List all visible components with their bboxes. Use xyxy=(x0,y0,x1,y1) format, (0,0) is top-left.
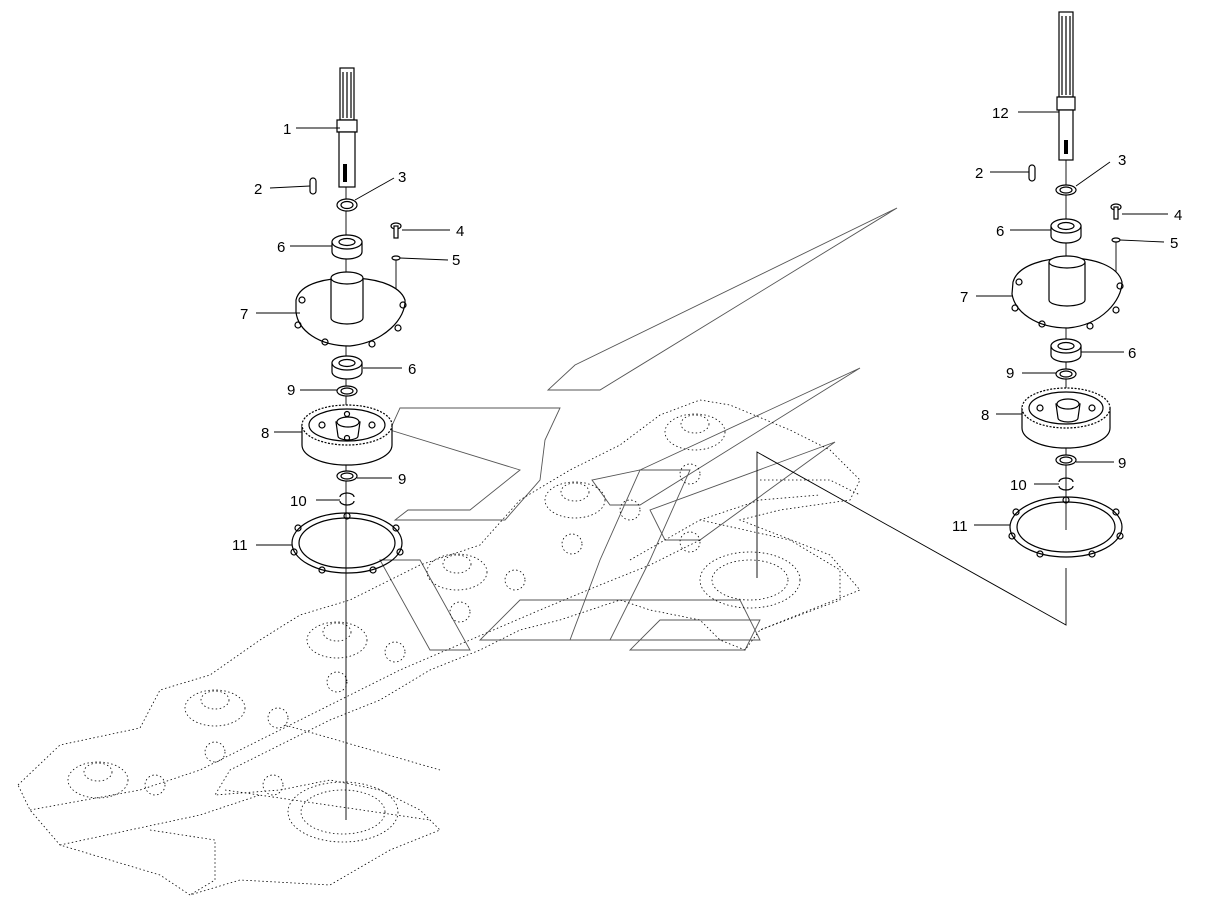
callout-6: 6 xyxy=(277,239,285,256)
callout-6: 6 xyxy=(996,223,1004,240)
right-housing-flange xyxy=(1011,255,1124,330)
callout-7: 7 xyxy=(960,289,968,306)
left-gasket xyxy=(290,512,404,574)
callout-4: 4 xyxy=(1174,207,1182,224)
right-bearing-bottom xyxy=(1050,338,1082,363)
callout-3: 3 xyxy=(1118,152,1126,169)
left-washer xyxy=(391,255,401,261)
left-gear xyxy=(301,404,393,466)
right-gear xyxy=(1021,387,1111,449)
right-circlip-9a xyxy=(1055,368,1077,380)
left-circlip xyxy=(336,198,358,212)
callout-9: 9 xyxy=(287,382,295,399)
callout-3: 3 xyxy=(398,169,406,186)
callout-11: 11 xyxy=(232,537,248,554)
callout-6: 6 xyxy=(1128,345,1136,362)
left-callouts: 1 2 3 4 5 6 7 6 9 8 9 10 11 xyxy=(232,121,464,554)
callout-7: 7 xyxy=(240,306,248,323)
right-circlip-9b xyxy=(1055,454,1077,466)
right-gasket xyxy=(1008,496,1124,558)
left-key xyxy=(309,177,317,195)
callout-8: 8 xyxy=(261,425,269,442)
left-circlip-9b xyxy=(336,470,358,482)
callout-2: 2 xyxy=(254,181,262,198)
right-assembly-connector-line xyxy=(756,451,1067,626)
watermark-logo xyxy=(379,207,898,651)
left-housing-flange xyxy=(294,271,407,348)
callout-11: 11 xyxy=(952,518,968,535)
callout-5: 5 xyxy=(452,252,460,269)
callout-1: 1 xyxy=(283,121,291,138)
callout-10: 10 xyxy=(1010,477,1027,494)
callout-5: 5 xyxy=(1170,235,1178,252)
right-shaft xyxy=(1056,11,1076,161)
right-callouts: 12 2 3 4 6 5 7 6 9 8 9 10 11 xyxy=(952,105,1182,535)
left-bearing-bottom xyxy=(331,355,363,380)
right-leader-lines xyxy=(974,111,1168,526)
right-assembly xyxy=(756,11,1168,626)
right-snap-ring xyxy=(1058,477,1074,491)
left-bolt xyxy=(390,222,402,239)
left-shaft xyxy=(336,67,358,188)
right-bearing-top xyxy=(1050,218,1082,244)
right-circlip xyxy=(1055,184,1077,196)
callout-9: 9 xyxy=(1006,365,1014,382)
callout-6: 6 xyxy=(408,361,416,378)
callout-12: 12 xyxy=(992,105,1009,122)
cutter-bar-frame xyxy=(17,399,861,896)
left-assembly xyxy=(256,67,450,820)
callout-4: 4 xyxy=(456,223,464,240)
callout-9: 9 xyxy=(1118,455,1126,472)
right-washer xyxy=(1111,237,1121,243)
left-bearing-top xyxy=(331,234,363,260)
callout-9: 9 xyxy=(398,471,406,488)
left-circlip-9a xyxy=(336,385,358,397)
callout-2: 2 xyxy=(975,165,983,182)
left-snap-ring xyxy=(339,492,355,506)
left-leader-lines xyxy=(256,127,450,546)
callout-8: 8 xyxy=(981,407,989,424)
callout-10: 10 xyxy=(290,493,307,510)
right-key xyxy=(1028,164,1036,182)
right-bolt xyxy=(1110,203,1122,220)
